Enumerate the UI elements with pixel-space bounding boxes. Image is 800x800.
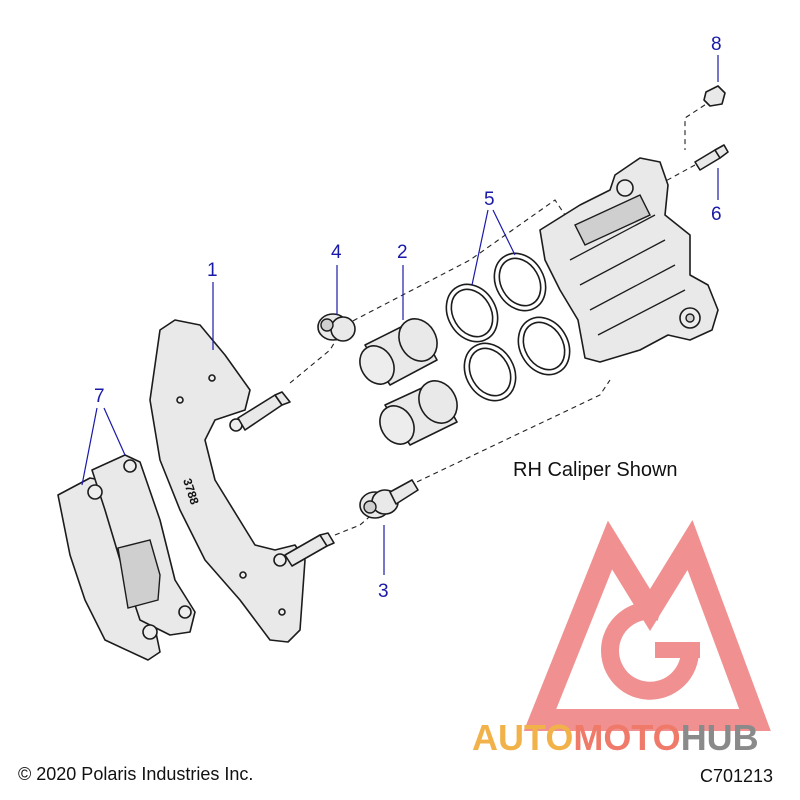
pistons [359, 318, 458, 446]
callout-labels: 1 2 3 4 5 6 7 8 [94, 34, 722, 602]
bleeder-screw [694, 144, 729, 171]
caliper-bracket: 3788 [149, 319, 335, 643]
watermark-moto: MOTO [573, 717, 680, 758]
callout-4: 4 [331, 242, 342, 263]
callout-7: 7 [94, 386, 105, 407]
boot-seal [317, 313, 356, 342]
watermark-logo [523, 520, 771, 731]
callout-5: 5 [484, 189, 495, 210]
piston-seals [445, 252, 571, 402]
slide-pin [359, 479, 419, 519]
diagram-code: C701213 [700, 766, 773, 786]
copyright: © 2020 Polaris Industries Inc. [18, 764, 253, 784]
callout-8: 8 [711, 34, 722, 55]
caption: RH Caliper Shown [513, 459, 678, 481]
brake-pads [57, 454, 196, 661]
bleeder-cap [703, 85, 726, 107]
watermark-hub: HUB [681, 717, 759, 758]
leader-lines [81, 55, 719, 575]
caliper-body [539, 157, 719, 363]
watermark-auto: AUTO [472, 717, 573, 758]
callout-3: 3 [378, 581, 389, 602]
callout-1: 1 [207, 260, 218, 281]
callout-2: 2 [397, 242, 408, 263]
callout-6: 6 [711, 204, 722, 225]
watermark-text: AUTOMOTOHUB [472, 717, 759, 758]
